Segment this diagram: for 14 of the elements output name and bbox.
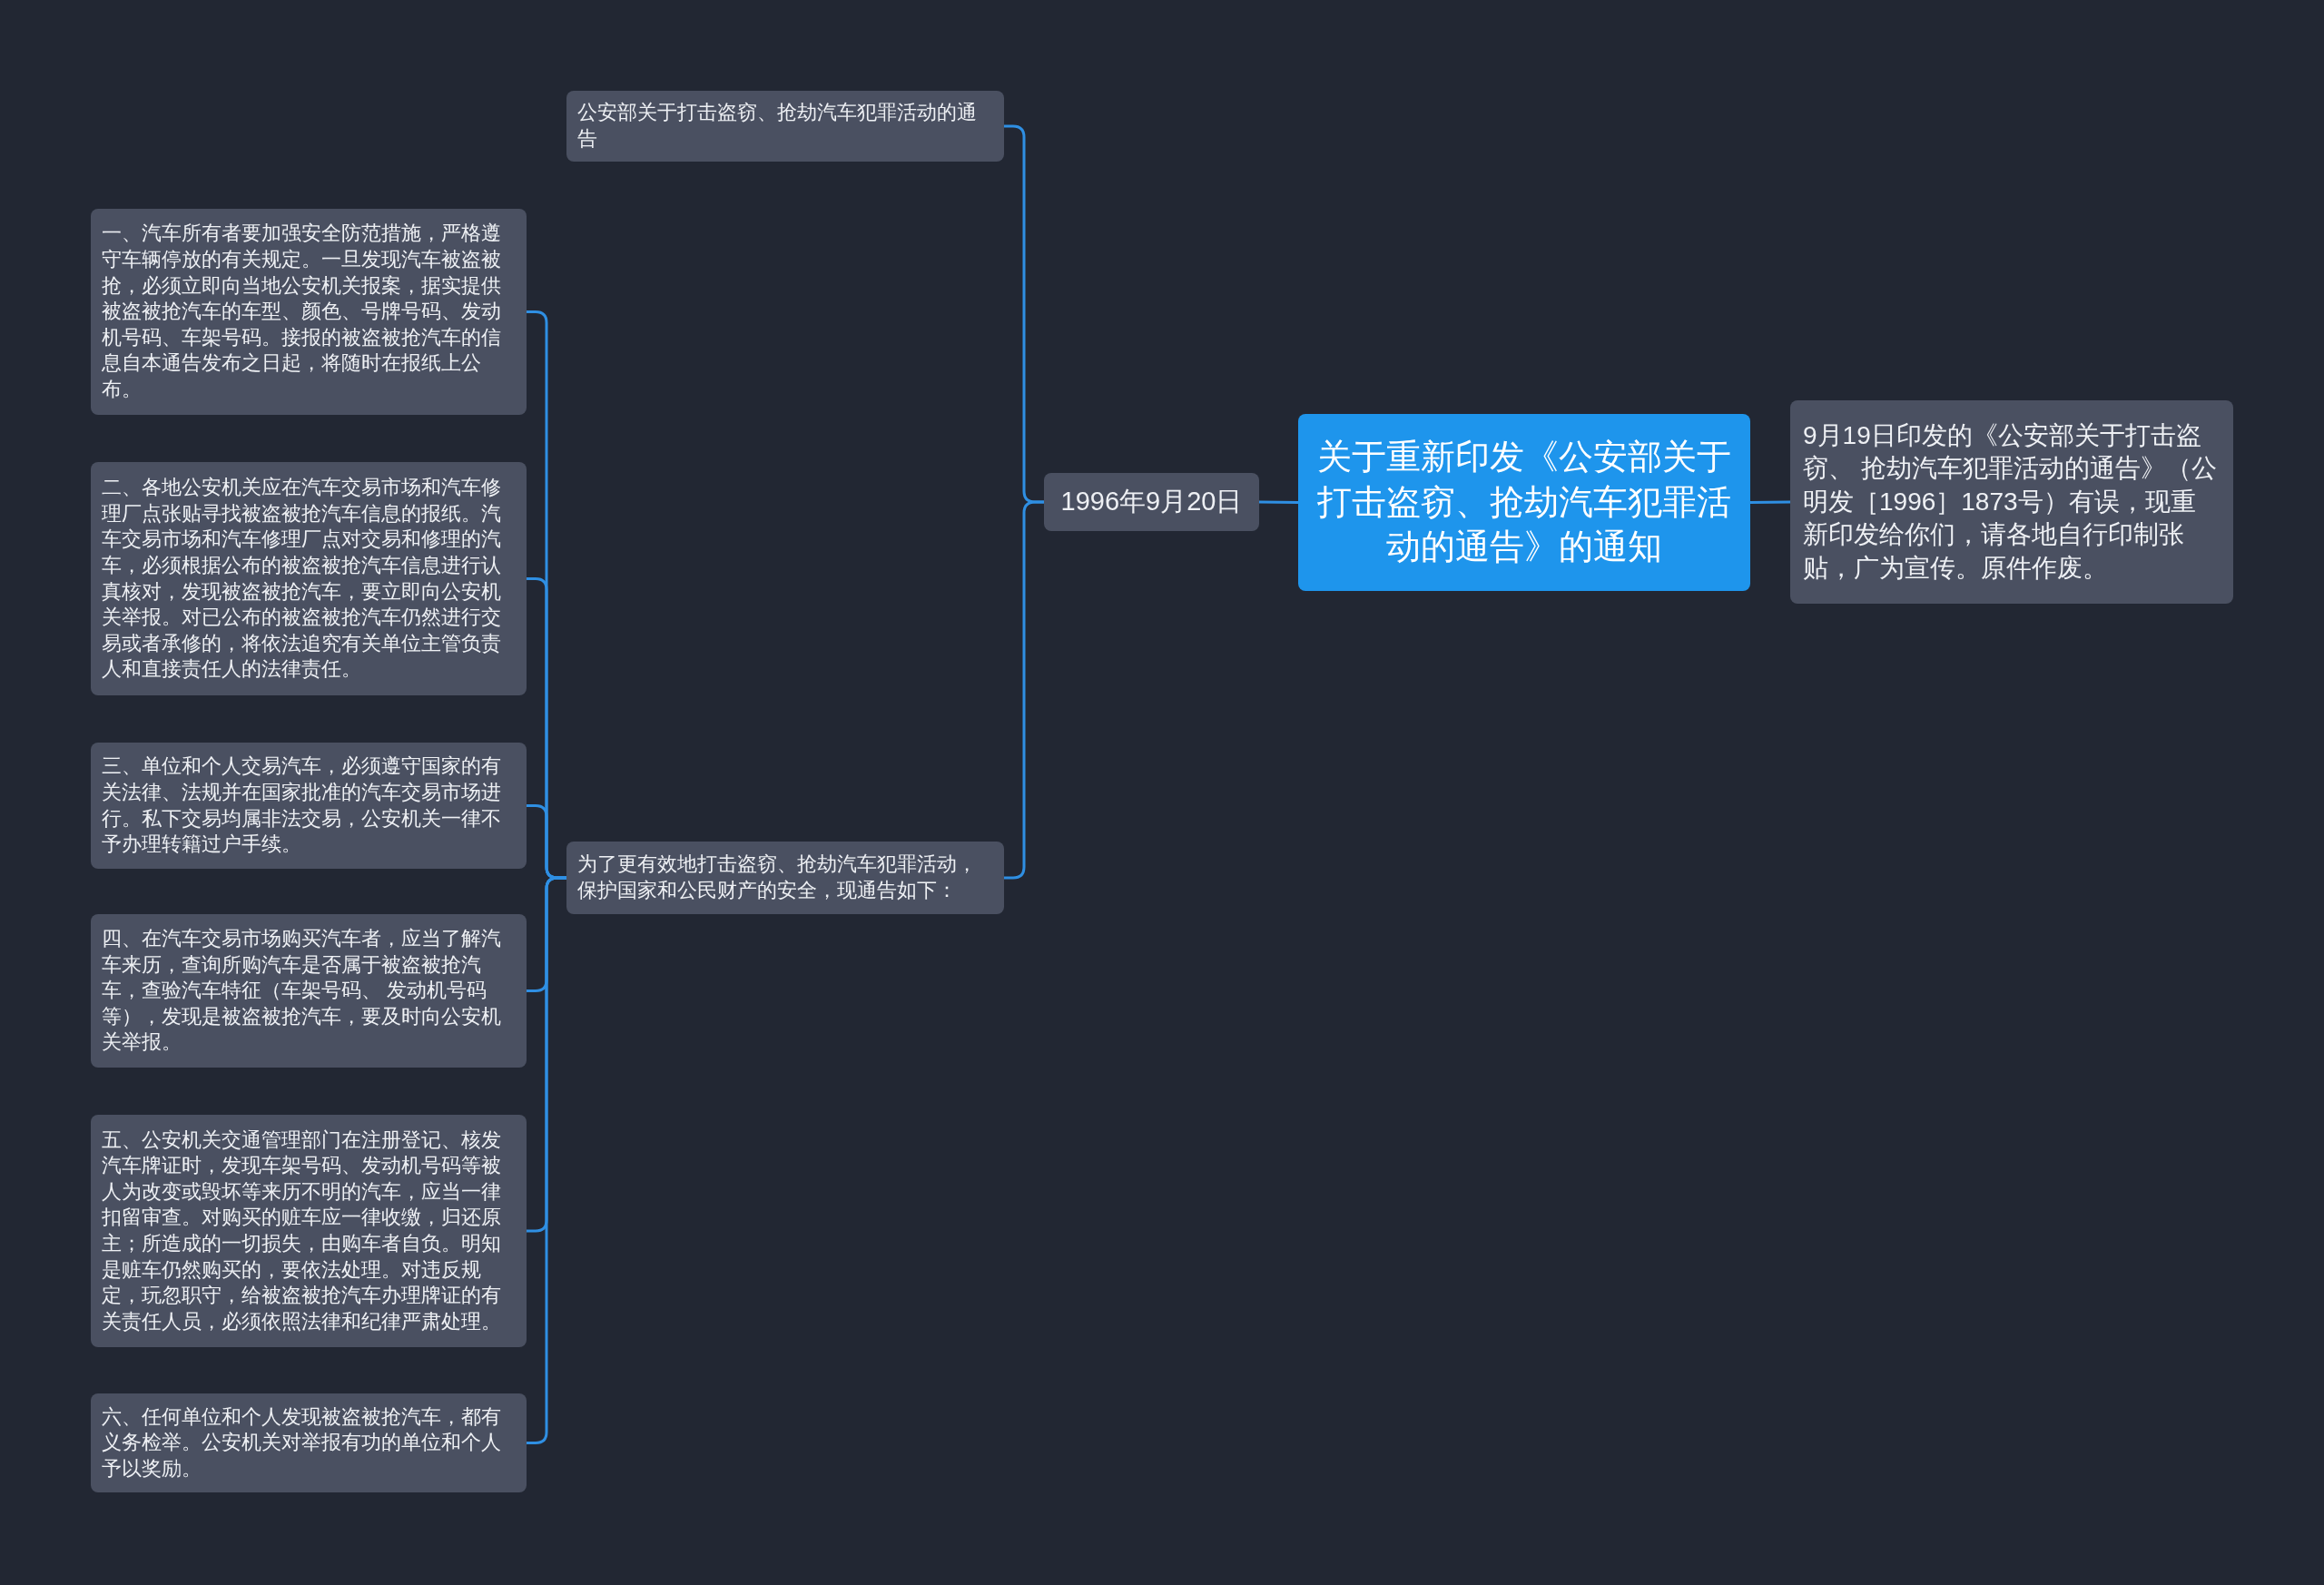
text-box: 二、各地公安机关应在汽车交易市场和汽车修理厂点张贴寻找被盗被抢汽车信息的报纸。汽车交易市场和汽车修理厂点对交易和修理的汽车，必须根据公布的被盗被抢汽车信息进行认真核对，发现被盗被抢汽车，要立即向公安机关举报。对已公布的被盗被抢汽车仍然进行交易或者承修的，将依法追究有关单位主管负责人和直接责任人的法律责任。 <box>91 462 527 695</box>
connector <box>1004 500 1044 880</box>
text-box: 六、任何单位和个人发现被盗被抢汽车，都有义务检举。公安机关对举报有功的单位和个人予以奖励。 <box>91 1393 527 1492</box>
connector <box>1259 500 1298 504</box>
text-box: 公安部关于打击盗窃、抢劫汽车犯罪活动的通告 <box>566 91 1004 162</box>
text-box: 为了更有效地打击盗窃、抢劫汽车犯罪活动，保护国家和公民财产的安全，现通告如下： <box>566 842 1004 914</box>
connector <box>1750 500 1790 504</box>
text-box: 五、公安机关交通管理部门在注册登记、核发汽车牌证时，发现车架号码、发动机号码等被人为改变或毁坏等来历不明的汽车，应当一律扣留审查。对购买的赃车应一律收缴，归还原主；所造成的一切损失，由购车者自负。明知是赃车仍然购买的，要依法处理。对违反规定，玩忽职守，给被盗被抢汽车办理牌证的有关责任人员，必须依照法律和纪律严肃处理。 <box>91 1115 527 1347</box>
text-box: 四、在汽车交易市场购买汽车者，应当了解汽车来历，查询所购汽车是否属于被盗被抢汽车，查验汽车特征（车架号码、 发动机号码等），发现是被盗被抢汽车，要及时向公安机关举报。 <box>91 914 527 1068</box>
text-box: 一、汽车所有者要加强安全防范措施，严格遵守车辆停放的有关规定。一旦发现汽车被盗被抢，必须立即向当地公安机关报案，据实提供被盗被抢汽车的车型、颜色、号牌号码、发动机号码、车架号码。接报的被盗被抢汽车的信息自本通告发布之日起，将随时在报纸上公布。 <box>91 209 527 415</box>
text-box: 1996年9月20日 <box>1044 473 1259 531</box>
text-box: 三、单位和个人交易汽车，必须遵守国家的有关法律、法规并在国家批准的汽车交易市场进行。私下交易均属非法交易，公安机关一律不予办理转籍过户手续。 <box>91 743 527 869</box>
text-box: 9月19日印发的《公安部关于打击盗窃、 抢劫汽车犯罪活动的通告》（公明发［1996］1873号）有误，现重新印发给你们，请各地自行印制张贴，广为宣传。原件作废。 <box>1790 400 2233 604</box>
topic-box: 关于重新印发《公安部关于打击盗窃、抢劫汽车犯罪活动的通告》的通知 <box>1298 414 1750 591</box>
